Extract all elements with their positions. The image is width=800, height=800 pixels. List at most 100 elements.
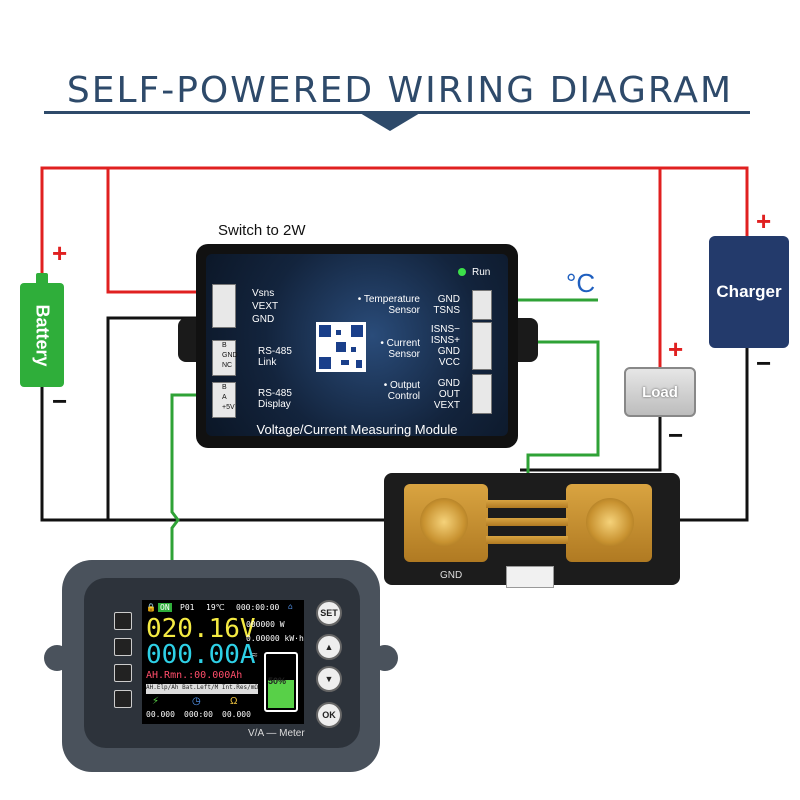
rs485-display-pin-a: A	[222, 394, 227, 401]
stat-label-res: Int.Res/mΩ	[221, 684, 258, 691]
rs485-display-pin-b: B	[222, 384, 227, 391]
phone-icon	[114, 638, 132, 656]
load-plus-sign: +	[668, 334, 684, 364]
wave-icon: ≈	[252, 650, 258, 661]
page-title: SELF-POWERED WIRING DIAGRAM	[66, 70, 734, 111]
temp-sensor-pins: GND TSNS	[420, 294, 460, 316]
meter-brand: V/A — Meter	[248, 728, 305, 739]
temp-pin-gnd: GND	[437, 294, 460, 305]
shunt-left-bolt	[420, 498, 468, 546]
current-sensor-label-2: Sensor	[388, 349, 420, 360]
temp-sensor-label-2: Sensor	[388, 305, 420, 316]
qr-code-graphic	[319, 325, 363, 369]
output-control-connector	[472, 374, 492, 414]
meter-temperature: 19℃	[206, 603, 225, 612]
shunt-gnd-label: GND	[440, 570, 463, 581]
qr-code	[316, 322, 366, 372]
current-pin-isns-minus: ISNS−	[430, 324, 460, 335]
title-chevron	[360, 113, 420, 131]
current-pin-vcc: VCC	[438, 357, 460, 368]
stat-value-ah: 00.000	[146, 710, 175, 719]
run-led	[458, 268, 466, 276]
down-button[interactable]: ▼	[316, 666, 342, 692]
rs485-link-pin-b: B	[222, 342, 227, 349]
arrows-icon	[114, 690, 132, 708]
meter-energy: 0.00000 kW·h	[246, 634, 304, 643]
meter-program: P01	[180, 603, 195, 612]
stat-value-bat: 000:00	[184, 710, 213, 719]
battery-percent: 50%	[268, 676, 287, 686]
rs485-display-connector	[212, 382, 236, 418]
clock-icon: ◷	[192, 696, 201, 707]
module-name: Voltage/Current Measuring Module	[256, 422, 458, 437]
lock-icon: 🔒	[146, 603, 156, 612]
stat-value-res: 00.000	[222, 710, 251, 719]
resistance-icon: Ω	[230, 696, 238, 707]
down-arrow-icon: ▼	[324, 674, 334, 684]
current-pin-isns-plus: ISNS+	[430, 335, 460, 346]
temp-sensor-connector	[472, 290, 492, 320]
black-wire-load	[520, 413, 662, 472]
meter-time: 000:00:00	[236, 603, 280, 612]
shunt-bar-3	[486, 536, 568, 544]
battery-gauge-fill	[268, 680, 294, 708]
meter-current: 000.00A	[146, 640, 256, 670]
red-wire-vsns	[106, 168, 212, 294]
current-sensor-pins: ISNS− ISNS+ GND VCC	[420, 324, 460, 368]
rs485-link-label: RS-485 Link	[258, 346, 292, 368]
left-terminal-block	[212, 284, 236, 328]
lightning-icon: ⚡	[152, 696, 160, 707]
up-arrow-icon: ▲	[324, 642, 334, 652]
load: Load	[624, 367, 696, 417]
output-pin-out: OUT	[438, 389, 460, 400]
run-label: Run	[472, 267, 491, 278]
up-button[interactable]: ▲	[316, 634, 342, 660]
meter-voltage: 020.16V	[146, 614, 256, 644]
output-pin-vext: VEXT	[433, 400, 460, 411]
rs485-link-connector	[212, 340, 236, 376]
output-control-label-2: Control	[387, 391, 420, 402]
pin-vsns: Vsns	[252, 288, 275, 299]
charger-label: Charger	[716, 282, 782, 301]
meter-stats-header: AH.Elp/Ah Bat.Left/M Int.Res/mΩ	[146, 684, 258, 694]
stat-label-ah: AH.Elp/Ah	[146, 684, 179, 691]
home-icon: ⌂	[288, 602, 293, 611]
output-control-label-1: • Output	[383, 380, 420, 391]
rs485-display-label-2: Display	[258, 399, 291, 410]
pin-vext: VEXT	[252, 301, 279, 312]
rs485-link-label-2: Link	[258, 357, 277, 368]
current-sensor-label: • Current Sensor	[330, 338, 420, 360]
output-control-pins: GND OUT VEXT	[420, 378, 460, 411]
rs485-display-pins: B A +5V	[222, 383, 235, 413]
output-pin-gnd: GND	[437, 378, 460, 389]
battery-terminal	[36, 273, 48, 285]
meter-ah-remaining: AH.Rmn.:00.000Ah	[146, 670, 243, 681]
meter-on-badge: ON	[158, 603, 172, 612]
current-sensor-connector	[472, 322, 492, 370]
shunt-right-bolt	[586, 498, 634, 546]
shunt-bar-1	[486, 500, 568, 508]
rs485-link-pins: B GND NC	[222, 341, 238, 371]
battery: Battery	[20, 283, 64, 387]
battery-plus-sign: +	[52, 238, 68, 268]
chart-icon	[114, 664, 132, 682]
ok-button[interactable]: OK	[316, 702, 342, 728]
load-minus-sign: −	[668, 420, 684, 450]
red-wire-top	[40, 166, 749, 273]
rs485-link-pin-nc: NC	[222, 362, 233, 369]
black-wire-gnd	[106, 316, 212, 520]
battery-mode-icon	[114, 612, 132, 630]
switch-label: Switch to 2W	[218, 222, 306, 239]
shunt-connector	[506, 566, 554, 588]
load-label: Load	[642, 383, 678, 401]
set-button[interactable]: SET	[316, 600, 342, 626]
battery-minus-sign: −	[52, 386, 68, 416]
charger-plus-sign: +	[756, 206, 772, 236]
charger: Charger	[709, 236, 789, 348]
rs485-display-label-1: RS-485	[258, 388, 292, 399]
meter-power: 000000 W	[246, 620, 285, 629]
output-control-label: • Output Control	[330, 380, 420, 402]
shunt-bar-2	[486, 518, 568, 526]
